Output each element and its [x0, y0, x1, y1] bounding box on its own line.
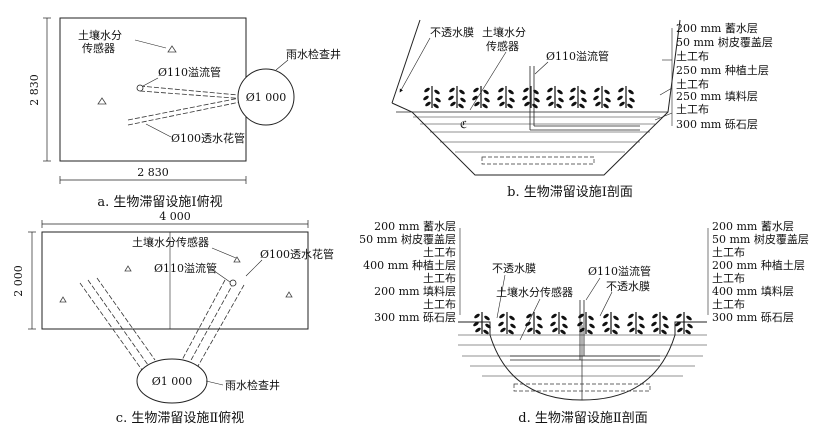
- layer-list-b: 200 mm 蓄水层 50 mm 树皮覆盖层 土工布 250 mm 种植土层 土…: [676, 22, 773, 131]
- caption-b: b. 生物滞留设施Ⅰ剖面: [507, 185, 633, 200]
- sensor-label-b-2: 传感器: [486, 40, 519, 53]
- dim-height-c: 2 000: [12, 265, 25, 297]
- overflow-pipe-label-c: Ø110溢流管: [154, 261, 217, 275]
- plant-icon: [617, 86, 635, 109]
- sensor-label-a-2: 传感器: [82, 42, 115, 55]
- sensor-marker: [97, 97, 107, 105]
- layer-b-4: 土工布: [676, 78, 709, 91]
- plant-icon: [675, 312, 693, 335]
- dim-width-c: 4 000: [159, 210, 191, 223]
- perforated-pipe-label-a: Ø100透水花管: [171, 131, 245, 145]
- sensor-marker: [59, 296, 67, 303]
- sensor-label-c: 土壤水分传感器: [132, 235, 209, 249]
- sensor-marker: [285, 291, 293, 298]
- caption-c: c. 生物滞留设施Ⅱ俯视: [116, 410, 244, 426]
- impermeable-label-d-left: 不透水膜: [492, 262, 536, 275]
- panel-c: 4 000 2 000 土壤水分传感器 Ø110溢流管 Ø100透水花管 Ø1 …: [12, 210, 334, 426]
- layer-list-d-left: 200 mm 蓄水层 50 mm 树皮覆盖层 土工布 400 mm 种植土层 土…: [359, 220, 456, 324]
- layer-d-right-1: 50 mm 树皮覆盖层: [712, 232, 809, 246]
- sensor-marker: [124, 265, 132, 272]
- basin-outline-d: [458, 321, 707, 401]
- plant-icon: [546, 86, 564, 109]
- impermeable-label-b: 不透水膜: [430, 26, 474, 39]
- layer-d-left-3: 400 mm 种植土层: [363, 258, 456, 272]
- layer-b-3: 250 mm 种植土层: [676, 63, 769, 77]
- manhole-a: [237, 68, 295, 126]
- layer-d-right-7: 300 mm 砾石层: [712, 311, 794, 324]
- layer-d-right-2: 土工布: [712, 246, 745, 259]
- plant-icon: [550, 312, 568, 335]
- impermeable-label-d-right: 不透水膜: [606, 280, 650, 293]
- manhole-diameter-a: Ø1 000: [246, 91, 287, 104]
- dim-height-a: 2 830: [28, 74, 41, 106]
- manhole-label-c: 雨水检查井: [225, 378, 280, 392]
- panel-d: 200 mm 蓄水层 50 mm 树皮覆盖层 土工布 400 mm 种植土层 土…: [359, 220, 809, 426]
- layer-list-d-right: 200 mm 蓄水层 50 mm 树皮覆盖层 土工布 200 mm 种植土层 土…: [712, 220, 809, 324]
- plan-outline-c: [41, 231, 309, 330]
- plant-icon: [627, 312, 645, 335]
- sensor-marker: [167, 45, 177, 53]
- layer-b-0: 200 mm 蓄水层: [676, 22, 758, 35]
- layer-d-right-0: 200 mm 蓄水层: [712, 220, 794, 233]
- caption-d: d. 生物滞留设施Ⅱ剖面: [518, 411, 647, 426]
- plant-icon: [423, 86, 441, 109]
- plant-icon: [522, 86, 540, 109]
- layer-d-left-0: 200 mm 蓄水层: [374, 220, 456, 233]
- layer-b-5: 250 mm 填料层: [676, 89, 758, 103]
- layer-d-left-1: 50 mm 树皮覆盖层: [359, 232, 456, 246]
- plant-icon: [448, 86, 466, 109]
- perforated-pipe-label-c: Ø100透水花管: [260, 247, 334, 261]
- sensor-marker: [233, 256, 241, 263]
- plant-icon: [593, 86, 611, 109]
- plant-icon: [473, 312, 491, 335]
- plant-icon: [472, 86, 490, 109]
- layer-d-right-4: 土工布: [712, 272, 745, 285]
- plant-icon: [497, 86, 515, 109]
- layer-d-right-3: 200 mm 种植土层: [712, 258, 805, 272]
- plant-icon: [525, 312, 543, 335]
- dim-width-a: 2 830: [137, 166, 169, 179]
- plant-icon: [602, 312, 620, 335]
- layer-b-6: 土工布: [676, 103, 709, 116]
- sensor-label-b-1: 土壤水分: [482, 25, 526, 39]
- panel-a: 2 830 2 830 土壤水分 传感器 Ø110溢流管 Ø100透水花管 Ø1…: [28, 17, 341, 210]
- layer-d-left-7: 300 mm 砾石层: [374, 311, 456, 324]
- layer-d-right-5: 400 mm 填料层: [712, 284, 794, 298]
- basin-outline-b: [391, 19, 681, 176]
- sensor-label-a-1: 土壤水分: [78, 28, 122, 42]
- layer-d-left-2: 土工布: [423, 246, 456, 259]
- overflow-pipe-label-b: Ø110溢流管: [546, 49, 609, 63]
- plant-icon: [577, 312, 595, 335]
- plants-d: [473, 312, 693, 335]
- layer-b-2: 土工布: [676, 50, 709, 63]
- plant-icon: [498, 312, 516, 335]
- caption-a: a. 生物滞留设施Ⅰ俯视: [97, 194, 222, 210]
- manhole-diameter-c: Ø1 000: [152, 375, 193, 388]
- manhole-label-a: 雨水检查井: [286, 47, 341, 61]
- layer-d-left-5: 200 mm 填料层: [374, 284, 456, 298]
- layer-b-7: 300 mm 砾石层: [676, 118, 758, 131]
- overflow-pipe-label-a: Ø110溢流管: [158, 65, 221, 79]
- plant-icon: [651, 312, 669, 335]
- sensor-label-d: 土壤水分传感器: [496, 285, 573, 299]
- svg-text:ℭ: ℭ: [460, 120, 467, 131]
- overflow-pipe-label-d: Ø110溢流管: [588, 264, 651, 278]
- panel-b: ℭ 不透水膜 土壤水分 传感器 Ø110溢流管 200 mm 蓄水层 50 mm…: [391, 19, 773, 200]
- layer-d-left-4: 土工布: [423, 272, 456, 285]
- plant-icon: [569, 86, 587, 109]
- layer-b-1: 50 mm 树皮覆盖层: [676, 35, 773, 49]
- layer-d-left-6: 土工布: [423, 298, 456, 311]
- layer-d-right-6: 土工布: [712, 298, 745, 311]
- plants-b: [423, 86, 635, 109]
